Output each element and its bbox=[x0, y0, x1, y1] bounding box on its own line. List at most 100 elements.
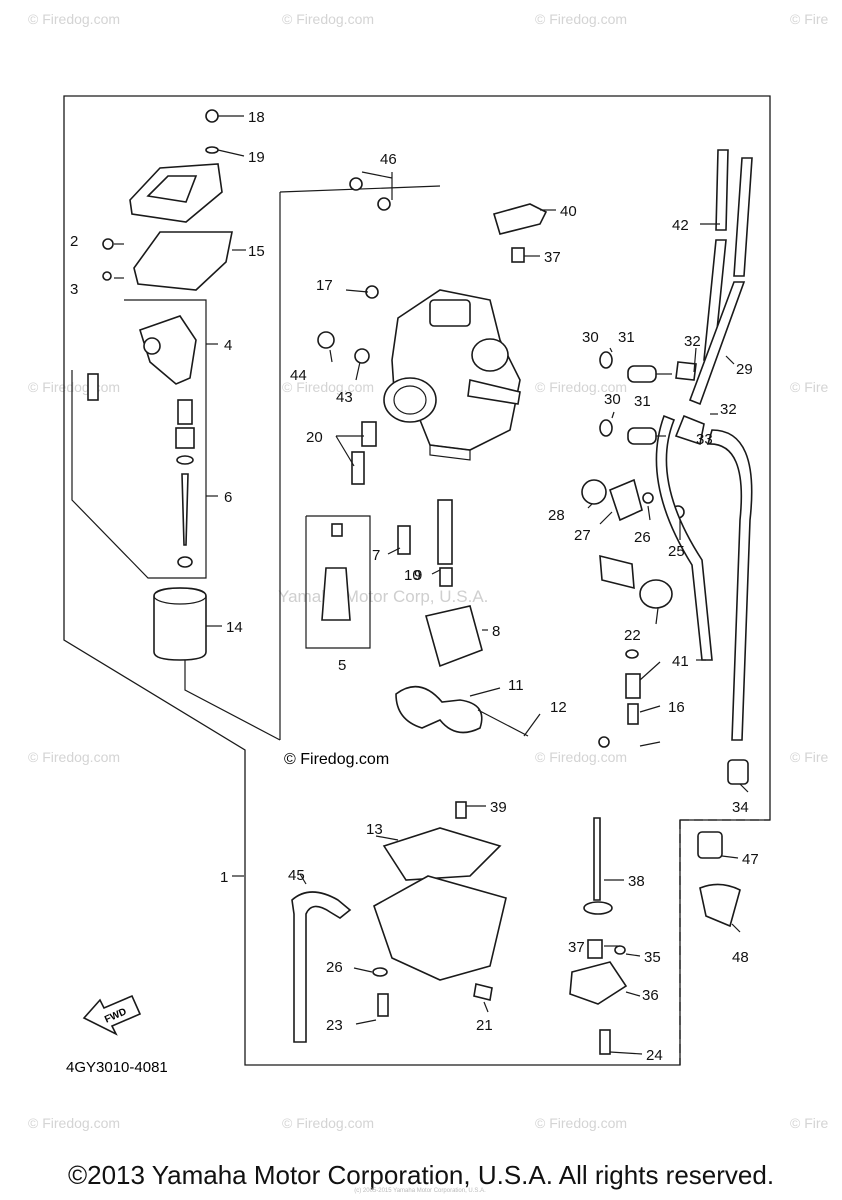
copyright-notice: ©2013 Yamaha Motor Corporation, U.S.A. A… bbox=[67, 1160, 775, 1190]
callout-28: 28 bbox=[548, 507, 565, 524]
plug bbox=[455, 801, 467, 819]
callout-32: 32 bbox=[720, 401, 737, 418]
callout-13: 13 bbox=[366, 821, 383, 838]
throttle-valve bbox=[153, 587, 207, 661]
jet-needle bbox=[181, 473, 189, 546]
o-ring bbox=[625, 649, 639, 659]
fitting-tube bbox=[467, 379, 521, 405]
spring bbox=[361, 421, 377, 447]
fwd-arrow: FWD bbox=[82, 994, 142, 1036]
callout-8: 8 bbox=[492, 623, 500, 640]
bolt-head bbox=[205, 109, 219, 123]
callout-12: 12 bbox=[550, 699, 567, 716]
callout-46: 46 bbox=[380, 151, 397, 168]
adjust-screw bbox=[87, 373, 99, 401]
hose-fitting bbox=[674, 414, 705, 446]
carburetor-body bbox=[383, 289, 521, 461]
watermark: © Firedog.com bbox=[28, 749, 120, 765]
pump-cover bbox=[569, 961, 628, 1005]
leader bbox=[184, 654, 281, 741]
dashed-boundary bbox=[679, 819, 770, 1065]
throttle-lever bbox=[139, 315, 197, 385]
washer bbox=[372, 967, 388, 977]
callout-6: 6 bbox=[224, 489, 232, 506]
callout-37: 37 bbox=[544, 249, 561, 266]
bowl-gasket bbox=[382, 827, 502, 881]
overflow-hose bbox=[706, 429, 753, 741]
screw-head bbox=[598, 736, 610, 748]
drain-plug bbox=[473, 983, 493, 1001]
watermark: © Firedog.com bbox=[282, 379, 374, 395]
callout-38: 38 bbox=[628, 873, 645, 890]
jet-top bbox=[331, 523, 343, 537]
watermark: © Firedog.com bbox=[282, 1115, 374, 1131]
top-cover-boss bbox=[429, 299, 471, 327]
float-pin bbox=[477, 709, 529, 737]
callout-43: 43 bbox=[336, 389, 353, 406]
watermark: © Firedog.com bbox=[535, 1115, 627, 1131]
callout-9: 9 bbox=[414, 567, 422, 584]
callout-14: 14 bbox=[226, 619, 243, 636]
callout-7: 7 bbox=[372, 547, 380, 564]
watermark: © Firedog.com bbox=[535, 749, 627, 765]
watermark: © Fire bbox=[790, 11, 829, 27]
callout-4: 4 bbox=[224, 337, 232, 354]
hose-fitting bbox=[675, 361, 697, 381]
callout-29: 29 bbox=[736, 361, 753, 378]
callout-16: 16 bbox=[668, 699, 685, 716]
o-ring bbox=[354, 348, 370, 364]
float-bowl bbox=[373, 875, 507, 981]
callout-21: 21 bbox=[476, 1017, 493, 1034]
hose-joint bbox=[627, 365, 657, 383]
jet bbox=[397, 525, 411, 555]
clip bbox=[176, 455, 194, 465]
drain-hose-45 bbox=[291, 891, 352, 1043]
callout-48: 48 bbox=[732, 949, 749, 966]
spring bbox=[587, 939, 603, 959]
washer bbox=[642, 492, 654, 504]
needle-valve bbox=[625, 673, 641, 699]
small-copyright-note: (c) 2005-2015 Yamaha Motor Corporation, … bbox=[354, 1188, 486, 1194]
washer bbox=[377, 197, 391, 211]
hose-end bbox=[727, 759, 749, 785]
callout-33: 33 bbox=[696, 431, 713, 448]
callout-23: 23 bbox=[326, 1017, 343, 1034]
watermark: © Fire bbox=[790, 379, 829, 395]
callout-44: 44 bbox=[290, 367, 307, 384]
callout-22: 22 bbox=[624, 627, 641, 644]
accelerator-rod bbox=[593, 817, 601, 901]
center-left-parts bbox=[317, 177, 529, 737]
watermark: © Firedog.com bbox=[282, 11, 374, 27]
cable-bracket bbox=[492, 203, 548, 235]
callout-1: 1 bbox=[220, 869, 228, 886]
forward-arrow-icon bbox=[82, 994, 142, 1036]
screw-head bbox=[102, 238, 114, 250]
vent-hose bbox=[688, 281, 746, 406]
main-jet bbox=[439, 567, 453, 587]
callout-19: 19 bbox=[248, 149, 265, 166]
callout-24: 24 bbox=[646, 1047, 663, 1064]
callout-26: 26 bbox=[634, 529, 651, 546]
callout-36: 36 bbox=[642, 987, 659, 1004]
top-cover-boss bbox=[146, 175, 198, 203]
callout-25: 25 bbox=[668, 543, 685, 560]
callout-31: 31 bbox=[618, 329, 635, 346]
needle-holder bbox=[175, 427, 195, 449]
callout-17: 17 bbox=[316, 277, 333, 294]
callout-41: 41 bbox=[672, 653, 689, 670]
intake-bore-inner bbox=[393, 385, 427, 415]
intake-bore bbox=[383, 377, 437, 423]
callout-30: 30 bbox=[582, 329, 599, 346]
screw-head bbox=[349, 177, 363, 191]
callout-42: 42 bbox=[672, 217, 689, 234]
watermark: © Firedog.com bbox=[28, 11, 120, 27]
washer bbox=[205, 146, 219, 154]
callout-27: 27 bbox=[574, 527, 591, 544]
float-valve-seat bbox=[425, 605, 483, 668]
callout-2: 2 bbox=[70, 233, 78, 250]
watermark: © Firedog.com bbox=[535, 11, 627, 27]
callout-18: 18 bbox=[248, 109, 265, 126]
clip bbox=[599, 419, 613, 437]
callout-45: 45 bbox=[288, 867, 305, 884]
